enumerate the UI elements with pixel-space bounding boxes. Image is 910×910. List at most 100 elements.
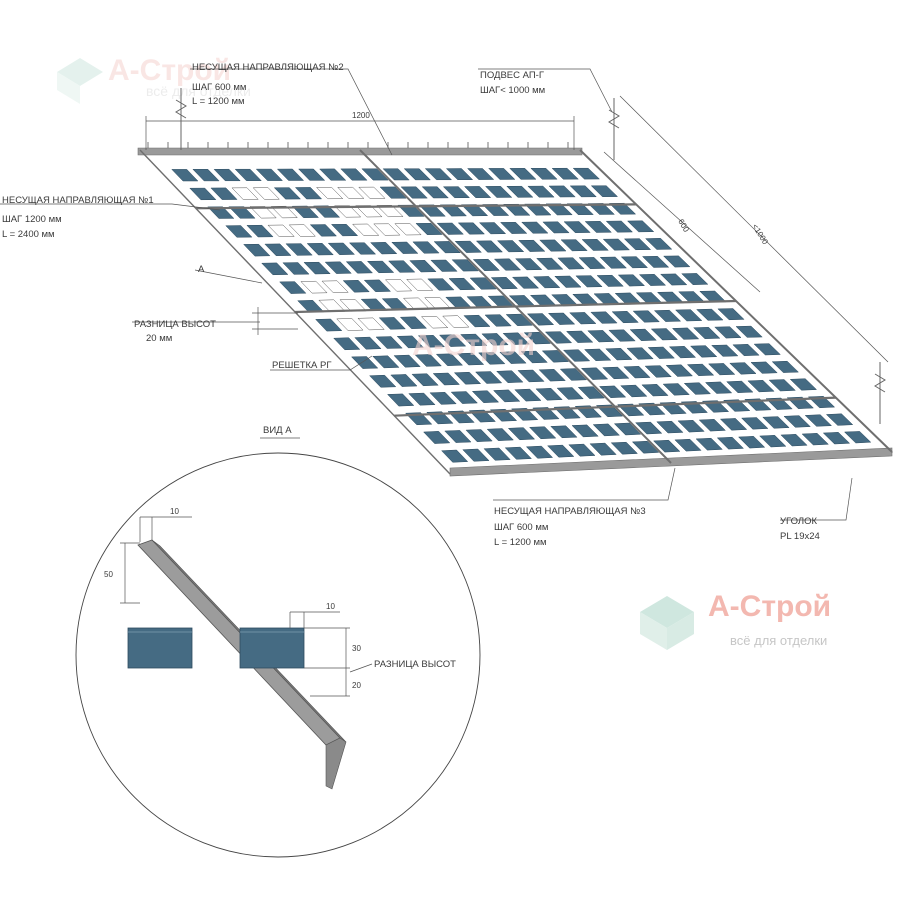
grid-cell [547, 444, 575, 458]
grid-opening [270, 205, 298, 219]
grid-cell [608, 329, 636, 342]
grid-cell [463, 186, 492, 198]
grid-cell [675, 309, 703, 322]
grid-cell [393, 354, 421, 368]
watermark-tagline-bottom: всё для отделки [730, 633, 827, 648]
grid-cell [605, 220, 634, 233]
grid-cell [568, 443, 596, 457]
grid-cell [536, 257, 564, 270]
grid-cell [783, 415, 811, 428]
grid-cell [547, 312, 576, 325]
grid-cell [686, 363, 715, 376]
grid-cell [644, 238, 673, 250]
guide3-step: ШАГ 600 мм [494, 522, 548, 533]
grid-opening [394, 223, 422, 236]
grid-cell [502, 332, 530, 345]
grid-cell [650, 328, 679, 341]
grid-cell [623, 238, 652, 251]
guide1-length: L = 2400 мм [2, 229, 55, 240]
grid-cell [659, 273, 688, 286]
grid-cell [279, 281, 307, 294]
leader-guide3 [493, 467, 676, 501]
grid-cell [617, 274, 646, 287]
grid-cell [632, 310, 660, 323]
grid-cell [563, 221, 591, 233]
grid-cell [433, 241, 461, 254]
grid-cell [342, 280, 370, 293]
grid-opening [321, 280, 349, 293]
grid-cell [484, 314, 512, 327]
grid-cell [599, 256, 627, 269]
grid-cell [396, 335, 424, 349]
grid-cell [662, 383, 690, 396]
hanger-title: ПОДВЕС АП-Г [480, 70, 544, 81]
detail-profile-left [127, 627, 193, 669]
grid-cell [400, 186, 428, 199]
grid-cell [550, 425, 578, 439]
watermark-brand-top: А-Строй [108, 54, 231, 87]
grid-cell [273, 187, 302, 200]
grid-cell [520, 350, 548, 364]
grid-cell [505, 313, 533, 326]
dim-1000: <1000 [750, 222, 770, 246]
grid-cell [631, 440, 660, 454]
hanger-step: ШАГ< 1000 мм [480, 85, 545, 96]
grid-cell [478, 352, 506, 365]
grid-cell [466, 168, 495, 180]
dim-1200: 1200 [352, 111, 370, 120]
grid-cell [732, 344, 760, 356]
grid-opening [337, 186, 365, 199]
grid-cell [493, 258, 522, 271]
grid-cell [569, 185, 597, 198]
grid-cell [780, 434, 808, 447]
grid-opening [352, 223, 380, 236]
grid-cell [451, 259, 479, 272]
grid-cell [192, 169, 220, 182]
grid-cell [372, 355, 400, 369]
grid-cell [596, 274, 624, 287]
grid-cell [762, 416, 790, 429]
grid-cell [521, 221, 549, 234]
grid-cell [626, 220, 655, 233]
grid-cell [442, 186, 471, 199]
leader-angle [780, 477, 853, 521]
grid-cell [414, 354, 442, 367]
grid-cell [282, 262, 310, 275]
dimension-lines [145, 95, 889, 363]
grid-cell [429, 392, 457, 405]
grid-cell [255, 168, 283, 181]
grid-cell [559, 368, 588, 381]
grid-cell [693, 327, 721, 339]
grid-cell [804, 414, 833, 427]
detail-dim-10-mid: 10 [326, 602, 335, 611]
grid-cell [324, 261, 352, 274]
grid-cell [382, 168, 410, 181]
grid-cell [327, 242, 356, 255]
detail-dim-20: 20 [352, 681, 361, 690]
grid-cell [581, 239, 609, 251]
grid-cell [264, 243, 292, 256]
grid-cell [298, 168, 326, 181]
grid-cell [590, 311, 618, 324]
grid-cell [340, 168, 368, 181]
cross-guide-1 [359, 149, 672, 464]
grid-cell [580, 367, 609, 380]
grid-cell [481, 204, 510, 216]
grid-cell [261, 262, 289, 276]
hanger-left [175, 88, 187, 150]
grid-cell [708, 363, 736, 376]
grid-opening [384, 279, 413, 292]
detail-dim-10-top: 10 [170, 507, 179, 516]
grid-cell [560, 239, 588, 252]
grid-cell [511, 276, 540, 289]
grid-cell [423, 431, 451, 444]
labels: НЕСУЩАЯ НАПРАВЛЯЮЩАЯ №2 ШАГ 600 мм L = 1… [2, 62, 820, 548]
grid-cell [575, 275, 603, 288]
grid-cell [354, 336, 382, 350]
grid-cell [735, 325, 763, 338]
grid-title: РЕШЕТКА РГ [272, 360, 332, 371]
watermark-brand-middle: А-Строй [412, 329, 535, 362]
grid-cell [457, 222, 486, 235]
guide2-title: НЕСУЩАЯ НАПРАВЛЯЮЩАЯ №2 [192, 62, 344, 73]
grid-cell [689, 345, 718, 358]
